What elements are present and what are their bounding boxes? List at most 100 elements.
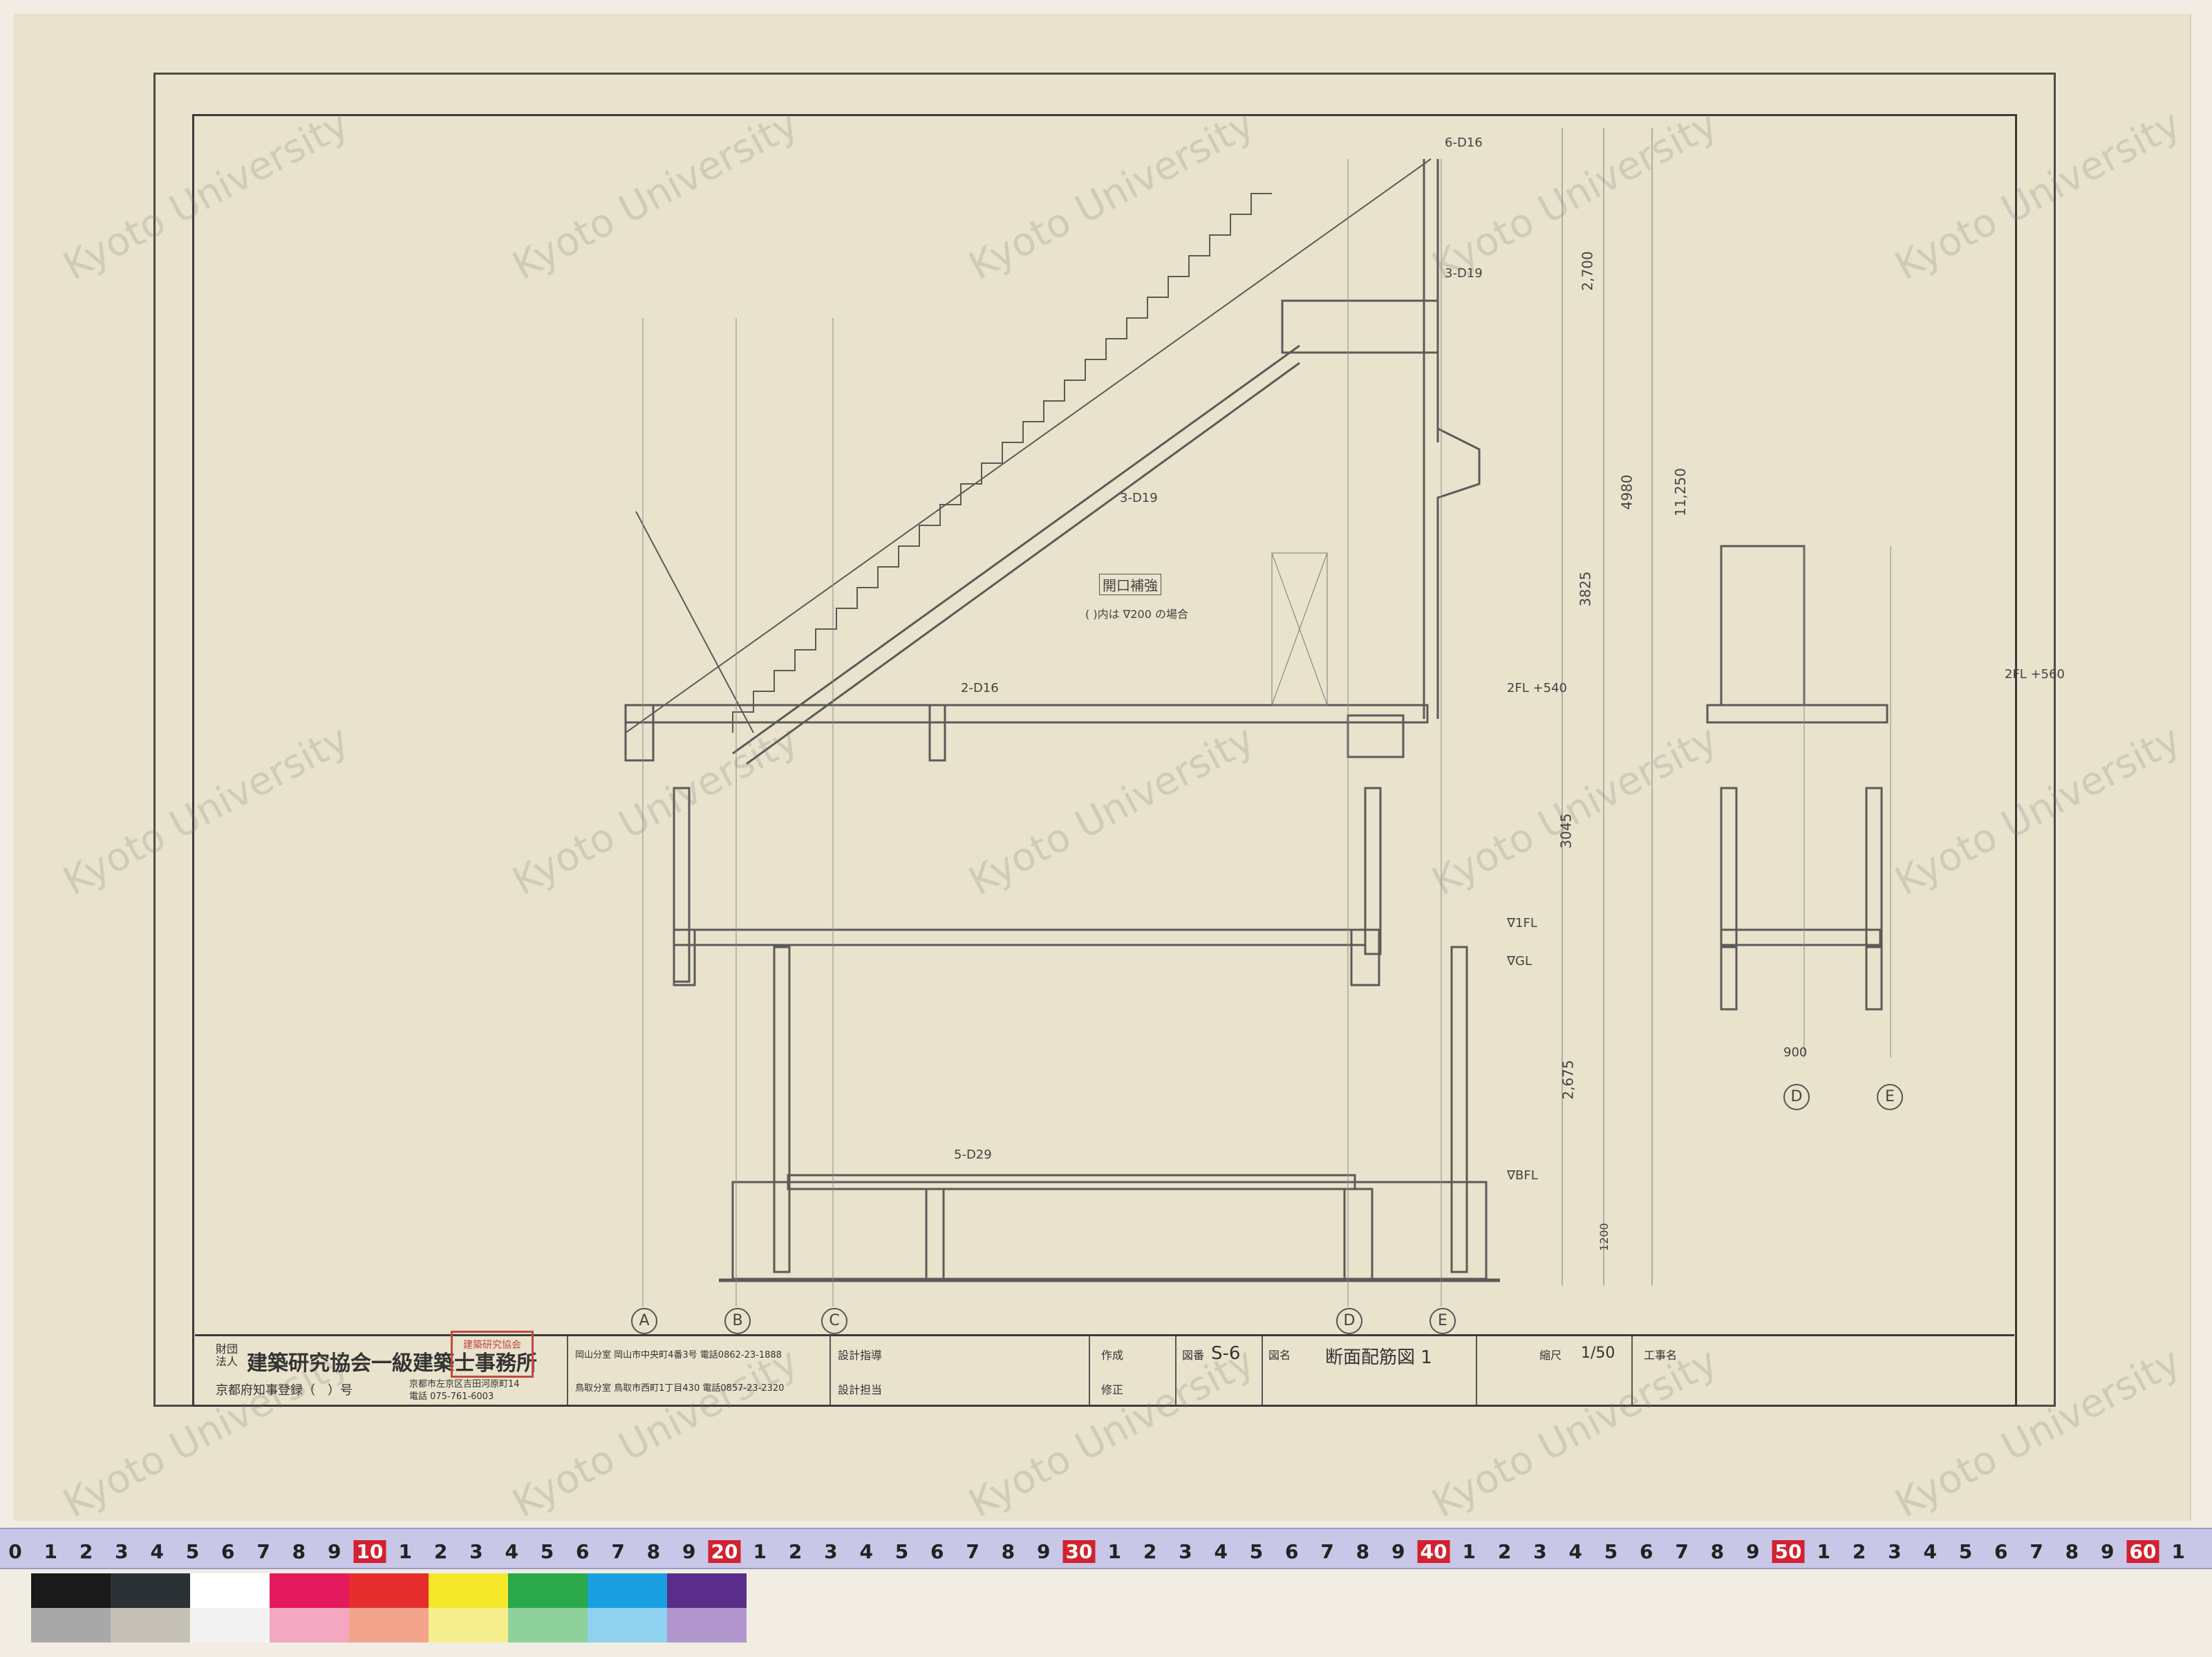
ruler-number: 8 — [1001, 1540, 1015, 1563]
ruler-number: 5 — [540, 1540, 554, 1563]
color-swatch — [667, 1573, 747, 1608]
ruler-number: 6 — [930, 1540, 944, 1563]
grid-bubble-b: B — [724, 1308, 751, 1334]
grid-bubble-c: C — [821, 1308, 847, 1334]
ruler-number: 8 — [1710, 1540, 1725, 1563]
ruler-number: 7 — [256, 1540, 270, 1563]
color-calibration-bar — [31, 1573, 747, 1642]
firm-cell: 財団法人 建築研究協会一級建築士事務所 京都府知事登録（ ）号 京都市左京区吉田… — [195, 1331, 568, 1405]
bar-label: 3-D19 — [1120, 491, 1158, 505]
ruler-number: 3 — [1888, 1540, 1902, 1563]
color-swatch — [270, 1608, 349, 1642]
ruler-number: 8 — [1356, 1540, 1370, 1563]
inner-border — [192, 114, 2017, 1407]
ruler-number: 4 — [1923, 1540, 1937, 1563]
basement-walls — [773, 946, 791, 1273]
project-label: 工事名 — [1644, 1349, 1678, 1362]
design-manager-label: 設計担当 — [838, 1383, 883, 1396]
dimension-total: 11,250 — [1671, 468, 1689, 516]
detail-lower-slab — [1720, 928, 1882, 946]
grid-bubble-a: A — [631, 1308, 657, 1334]
ruler-number: 4 — [505, 1540, 518, 1563]
firm-name: 建築研究協会一級建築士事務所 — [247, 1351, 537, 1376]
ruler-number: 3 — [115, 1540, 129, 1563]
ruler-number: 4 — [1214, 1540, 1228, 1563]
ruler-number: 6 — [1285, 1540, 1299, 1563]
ruler-number: 9 — [2100, 1540, 2115, 1563]
okayama-office: 岡山分室 岡山市中央町4番3号 電話0862-23-1888 — [575, 1350, 782, 1360]
ruler-number: 9 — [1391, 1540, 1405, 1563]
swatch-row-bottom — [31, 1608, 747, 1642]
dimension: 3045 — [1557, 813, 1575, 849]
grid-bubble-d: D — [1336, 1308, 1362, 1334]
dimension: 900 — [1783, 1045, 1808, 1060]
ruler-number: 2 — [79, 1540, 93, 1563]
ruler-number: 3 — [1179, 1540, 1192, 1563]
ruler-number: 7 — [2030, 1540, 2043, 1563]
scale-label: 縮尺 — [1539, 1349, 1562, 1362]
ruler-number: 60 — [2126, 1540, 2159, 1563]
registration: 京都府知事登録（ ）号 — [216, 1383, 353, 1398]
ruler-number: 6 — [1640, 1540, 1653, 1563]
ruler-number: 50 — [1772, 1540, 1805, 1563]
scale-cell: 縮尺 1/50 — [1477, 1336, 1633, 1405]
first-floor-slab — [673, 928, 1367, 946]
ruler-number: 6 — [1994, 1540, 2008, 1563]
drawing-no-label: 図番 — [1182, 1349, 1205, 1362]
ruler-number: 4 — [1568, 1540, 1582, 1563]
level-1fl: ∇1FL — [1507, 916, 1537, 930]
dimension: 2,675 — [1559, 1060, 1577, 1100]
swatch-row-top — [31, 1573, 747, 1608]
color-swatch — [190, 1608, 270, 1642]
firm-prefix: 財団法人 — [216, 1342, 238, 1368]
ruler-number: 1 — [1107, 1540, 1122, 1563]
color-swatch — [111, 1608, 190, 1642]
grid-bubble-e: E — [1430, 1308, 1456, 1334]
ruler-number: 6 — [221, 1540, 235, 1563]
ruler-number: 5 — [894, 1540, 909, 1563]
branch-cell: 岡山分室 岡山市中央町4番3号 電話0862-23-1888 鳥取分室 鳥取市西… — [568, 1336, 831, 1405]
ruler-number: 1 — [753, 1540, 767, 1563]
ruler-number: 7 — [966, 1540, 980, 1563]
grid-bubble-d-detail: D — [1783, 1084, 1810, 1110]
grid-bubble-e-detail: E — [1877, 1084, 1903, 1110]
ruler-number: 4 — [150, 1540, 164, 1563]
stair-steps — [732, 193, 1272, 733]
design-cell: 設計指導 設計担当 — [831, 1336, 1090, 1405]
dimension: 2,700 — [1579, 251, 1596, 291]
drawing-sheet — [14, 14, 2191, 1521]
ruler-number: 3 — [469, 1540, 483, 1563]
bar-label: 3-D19 — [1445, 266, 1483, 281]
drawing-name-label: 図名 — [1268, 1349, 1291, 1362]
dimension: 3825 — [1577, 571, 1594, 607]
ruler-number: 3 — [1533, 1540, 1547, 1563]
drawing-no: S-6 — [1211, 1343, 1241, 1364]
author-label: 作成 — [1101, 1349, 1124, 1362]
color-swatch — [667, 1608, 747, 1642]
level-gl: ∇GL — [1507, 954, 1533, 968]
detail-upper-box — [1720, 545, 1806, 706]
ruler-number: 6 — [576, 1540, 590, 1563]
color-swatch — [588, 1573, 667, 1608]
ruler-number: 1 — [2171, 1540, 2186, 1563]
bar-label: 5-D29 — [954, 1148, 992, 1162]
drawing-number-cell: 図番 S-6 — [1177, 1336, 1263, 1405]
ruler-number: 9 — [1745, 1540, 1760, 1563]
revision-label: 修正 — [1101, 1383, 1124, 1396]
ruler-number: 8 — [292, 1540, 306, 1563]
drawing-name: 断面配筋図 1 — [1325, 1347, 1432, 1368]
dimension: 1200 — [1597, 1223, 1611, 1251]
ruler-number: 2 — [1497, 1540, 1512, 1563]
ruler-number: 1 — [398, 1540, 413, 1563]
ruler-number: 30 — [1062, 1540, 1096, 1563]
scale: 1/50 — [1581, 1345, 1615, 1362]
ruler-number: 2 — [788, 1540, 803, 1563]
color-swatch — [270, 1573, 349, 1608]
title-block: 財団法人 建築研究協会一級建築士事務所 京都府知事登録（ ）号 京都市左京区吉田… — [195, 1331, 2014, 1405]
kyoto-address: 京都市左京区吉田河原町14 — [409, 1379, 520, 1389]
ruler-number: 8 — [646, 1540, 661, 1563]
ruler-number: 40 — [1417, 1540, 1450, 1563]
ruler-number: 9 — [327, 1540, 341, 1563]
